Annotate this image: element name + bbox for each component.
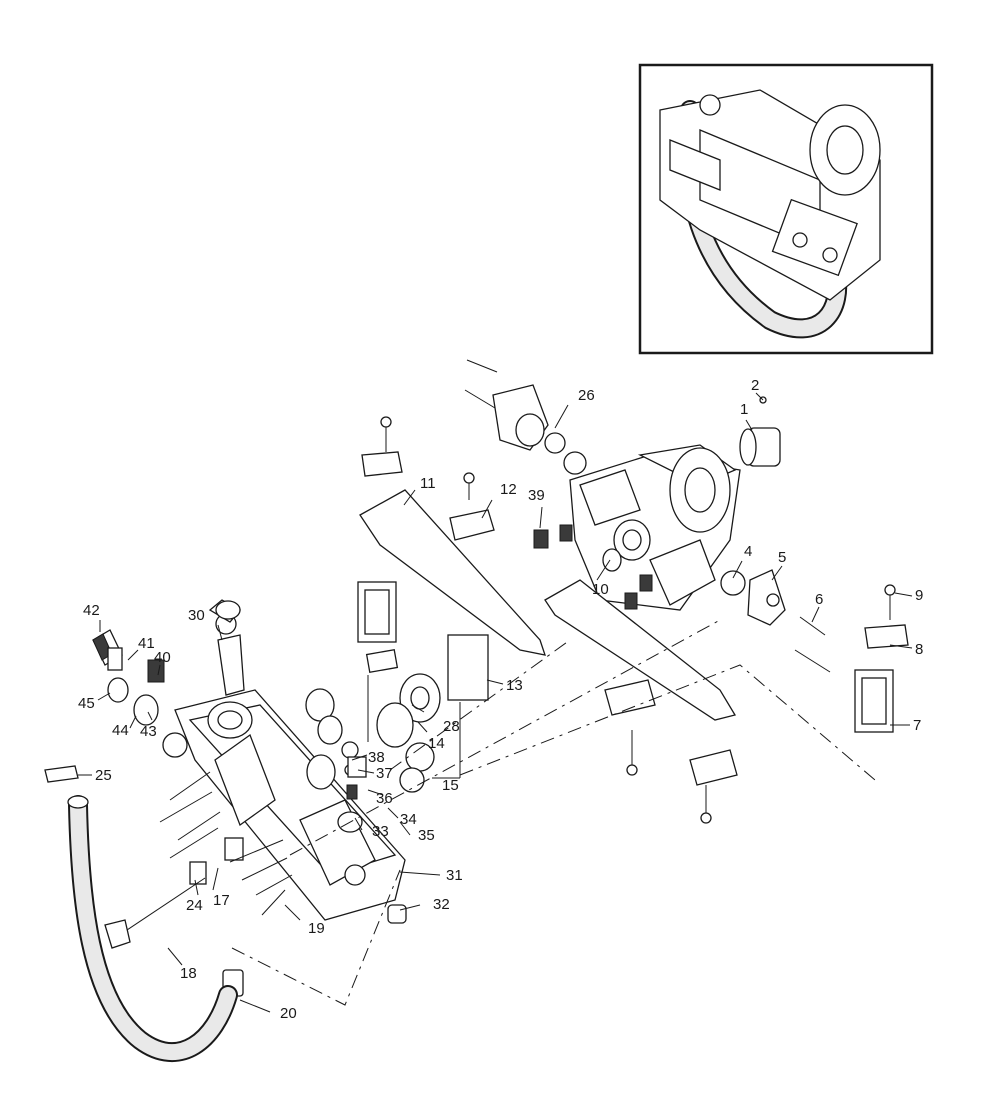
callout-38: 38 [368,749,385,766]
callout-2: 2 [751,377,759,394]
leader-lines [78,392,913,1013]
callout-30: 30 [188,607,205,624]
callout-44: 44 [112,722,129,739]
assembly-lines [231,619,876,1006]
callout-35: 35 [418,827,435,844]
callout-5: 5 [778,549,786,566]
callouts: 1 2 4 5 6 7 8 9 10 11 12 13 14 15 17 18 … [78,377,923,1022]
callout-14: 14 [428,735,445,752]
callout-36: 36 [376,790,393,807]
callout-43: 43 [140,723,157,740]
callout-12: 12 [500,481,517,498]
bolts [104,359,896,949]
callout-42: 42 [83,602,100,619]
callout-25: 25 [95,767,112,784]
callout-7: 7 [913,717,921,734]
outlet-hose [67,599,242,1062]
callout-24: 24 [186,897,203,914]
callout-11: 11 [420,475,436,492]
callout-9: 9 [915,587,923,604]
callout-41: 41 [138,635,155,652]
callout-33: 33 [372,823,389,840]
callout-4: 4 [744,543,752,560]
callout-45: 45 [78,695,95,712]
callout-18: 18 [180,965,197,982]
callout-34: 34 [400,811,417,828]
inset-assembled-view [638,63,934,355]
callout-32: 32 [433,896,450,913]
callout-6: 6 [815,591,823,608]
callout-15: 15 [442,777,459,794]
callout-40: 40 [154,649,171,666]
callout-20: 20 [280,1005,297,1022]
callout-39: 39 [528,487,545,504]
callout-37: 37 [376,765,393,782]
callout-1: 1 [740,401,748,418]
brackets [357,427,909,786]
callout-13: 13 [506,677,523,694]
callout-26: 26 [578,387,595,404]
callout-17: 17 [213,892,230,909]
callout-19: 19 [308,920,325,937]
gaskets [359,489,737,721]
callout-8: 8 [915,641,923,658]
callout-10: 10 [592,581,609,598]
callout-28: 28 [443,718,460,735]
manifold-body [162,689,406,921]
fittings [44,384,786,997]
callout-31: 31 [446,867,463,884]
